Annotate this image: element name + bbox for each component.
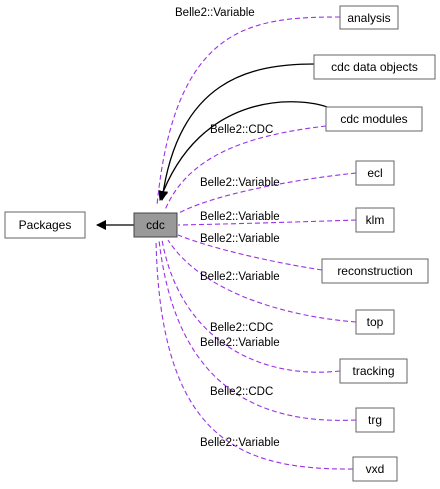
edge-label-analysis: Belle2::Variable (175, 7, 255, 19)
dashed-edges (155, 16, 357, 470)
edge-analysis (156, 16, 341, 206)
node-label-cdc-data-objects: cdc data objects (331, 60, 418, 74)
node-label-analysis: analysis (347, 11, 390, 25)
node-top[interactable]: top (355, 309, 395, 335)
node-label-cdc-modules: cdc modules (340, 112, 407, 126)
node-label-reconstruction: reconstruction (337, 264, 412, 278)
edge-label-ecl: Belle2::Variable (200, 177, 280, 189)
node-tracking[interactable]: tracking (339, 358, 408, 384)
node-label-cdc: cdc (146, 218, 165, 232)
edge-label-tracking-1: Belle2::CDC (210, 322, 273, 334)
node-cdc-modules[interactable]: cdc modules (325, 106, 423, 132)
edge-top (167, 239, 357, 323)
edge-cdc-modules (158, 101, 331, 201)
edge-klm (177, 219, 357, 226)
node-ecl[interactable]: ecl (355, 160, 395, 186)
edge-cdc-modules-dashed (164, 125, 327, 211)
node-label-top: top (367, 315, 384, 329)
node-analysis[interactable]: analysis (339, 5, 399, 30)
node-trg[interactable]: trg (355, 407, 395, 433)
edge-trg (158, 239, 357, 421)
node-vxd[interactable]: vxd (352, 456, 398, 482)
edge-label-tracking-2: Belle2::Variable (200, 337, 280, 349)
node-packages[interactable]: Packages (4, 211, 86, 239)
node-reconstruction[interactable]: reconstruction (321, 258, 429, 284)
edge-cdc-data-objects (158, 63, 315, 201)
node-label-ecl: ecl (367, 166, 382, 180)
node-label-tracking: tracking (352, 364, 394, 378)
node-cdc: cdc (133, 212, 178, 238)
edge-reconstruction (177, 234, 323, 271)
node-cdc-data-objects[interactable]: cdc data objects (313, 54, 436, 80)
edge-label-vxd: Belle2::Variable (200, 437, 280, 449)
edge-label-reconstruction: Belle2::Variable (200, 233, 280, 245)
edge-label-klm: Belle2::Variable (200, 211, 280, 223)
edge-label-cdc-modules: Belle2::CDC (210, 124, 273, 136)
node-label-packages: Packages (19, 218, 72, 232)
edge-ecl (174, 172, 357, 216)
node-label-klm: klm (366, 213, 385, 227)
edge-label-top: Belle2::Variable (200, 271, 280, 283)
node-label-vxd: vxd (366, 462, 385, 476)
node-klm[interactable]: klm (355, 207, 395, 233)
edge-vxd (155, 239, 354, 470)
edge-tracking (161, 239, 341, 373)
node-label-trg: trg (368, 413, 382, 427)
edge-label-trg: Belle2::CDC (210, 386, 273, 398)
